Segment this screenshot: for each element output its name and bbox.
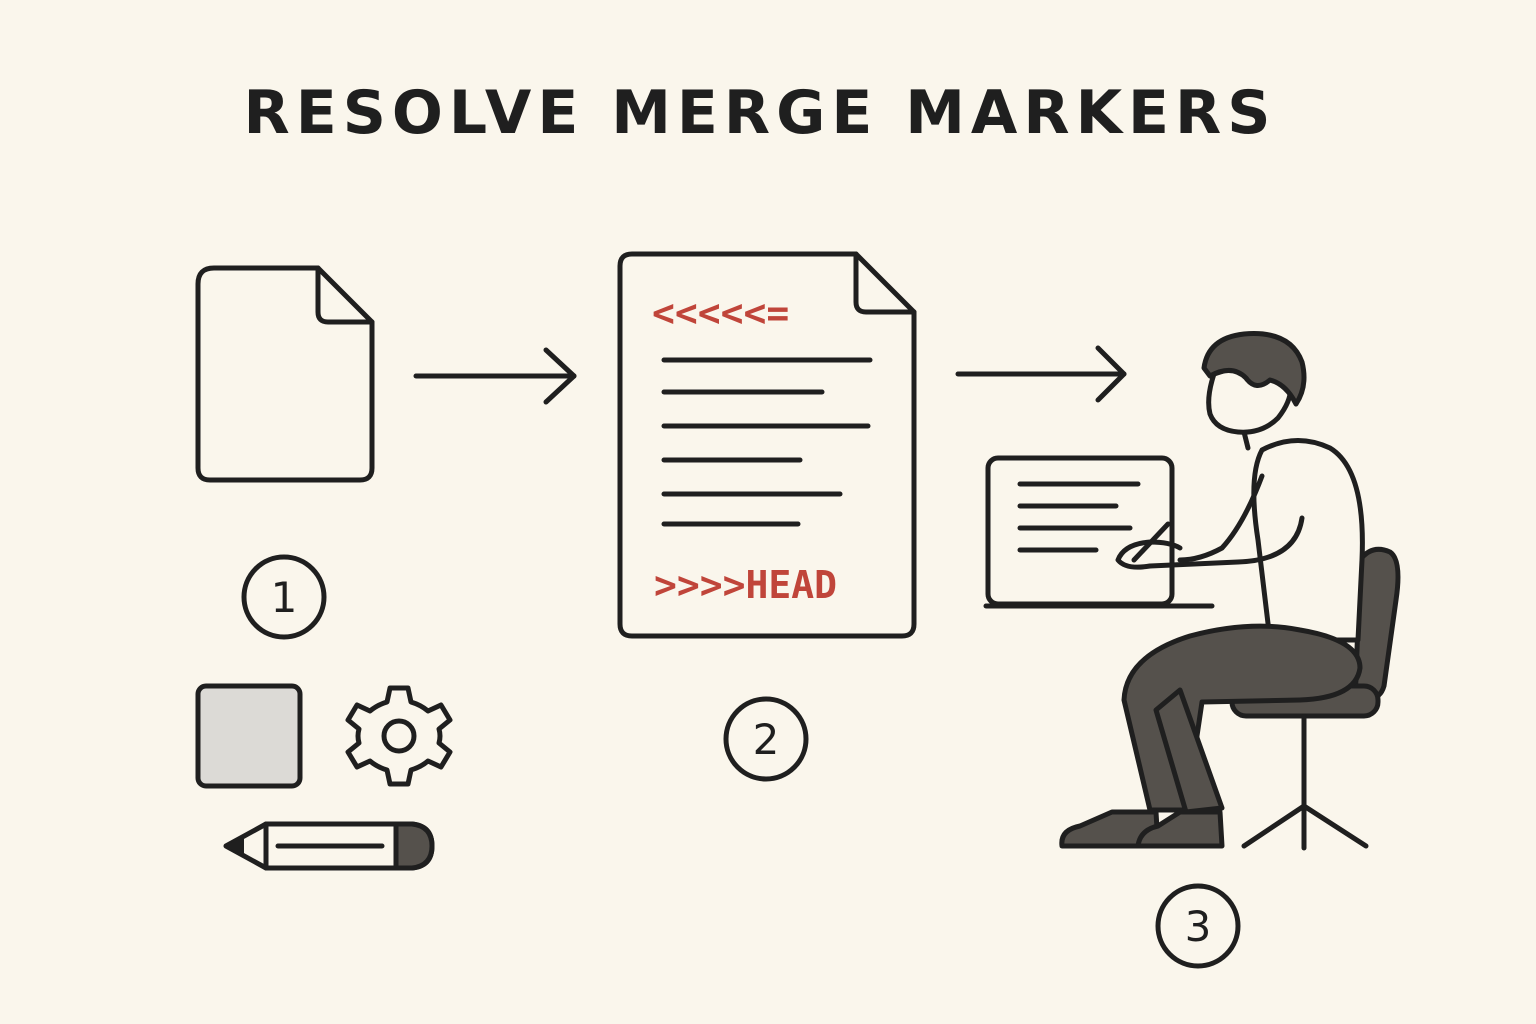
step-number: 2 xyxy=(753,715,780,764)
shoe xyxy=(1135,809,1225,849)
step-number: 1 xyxy=(271,573,298,622)
step-badge-3: 3 xyxy=(1155,883,1241,969)
torso xyxy=(1251,437,1365,643)
end-marker: >>>>HEAD xyxy=(654,563,837,607)
developer-at-laptop-icon xyxy=(983,331,1401,851)
arrow-right-icon xyxy=(413,347,577,405)
hair xyxy=(1201,331,1307,407)
square-icon xyxy=(195,683,303,789)
shoe xyxy=(1059,809,1161,849)
laptop-screen xyxy=(985,455,1175,607)
step-badge-2: 2 xyxy=(723,696,809,782)
arrow-right-icon xyxy=(955,345,1127,403)
gear-icon xyxy=(345,685,453,787)
pencil-icon xyxy=(223,821,435,871)
diagram-title: RESOLVE MERGE MARKERS xyxy=(243,78,1277,148)
file-icon xyxy=(195,265,375,483)
conflict-file-icon: <<<<<= >>>>HEAD xyxy=(617,251,917,639)
start-marker: <<<<<= xyxy=(652,291,789,335)
stylus xyxy=(1131,521,1171,563)
step-badge-1: 1 xyxy=(241,554,327,640)
step-number: 3 xyxy=(1185,902,1212,951)
